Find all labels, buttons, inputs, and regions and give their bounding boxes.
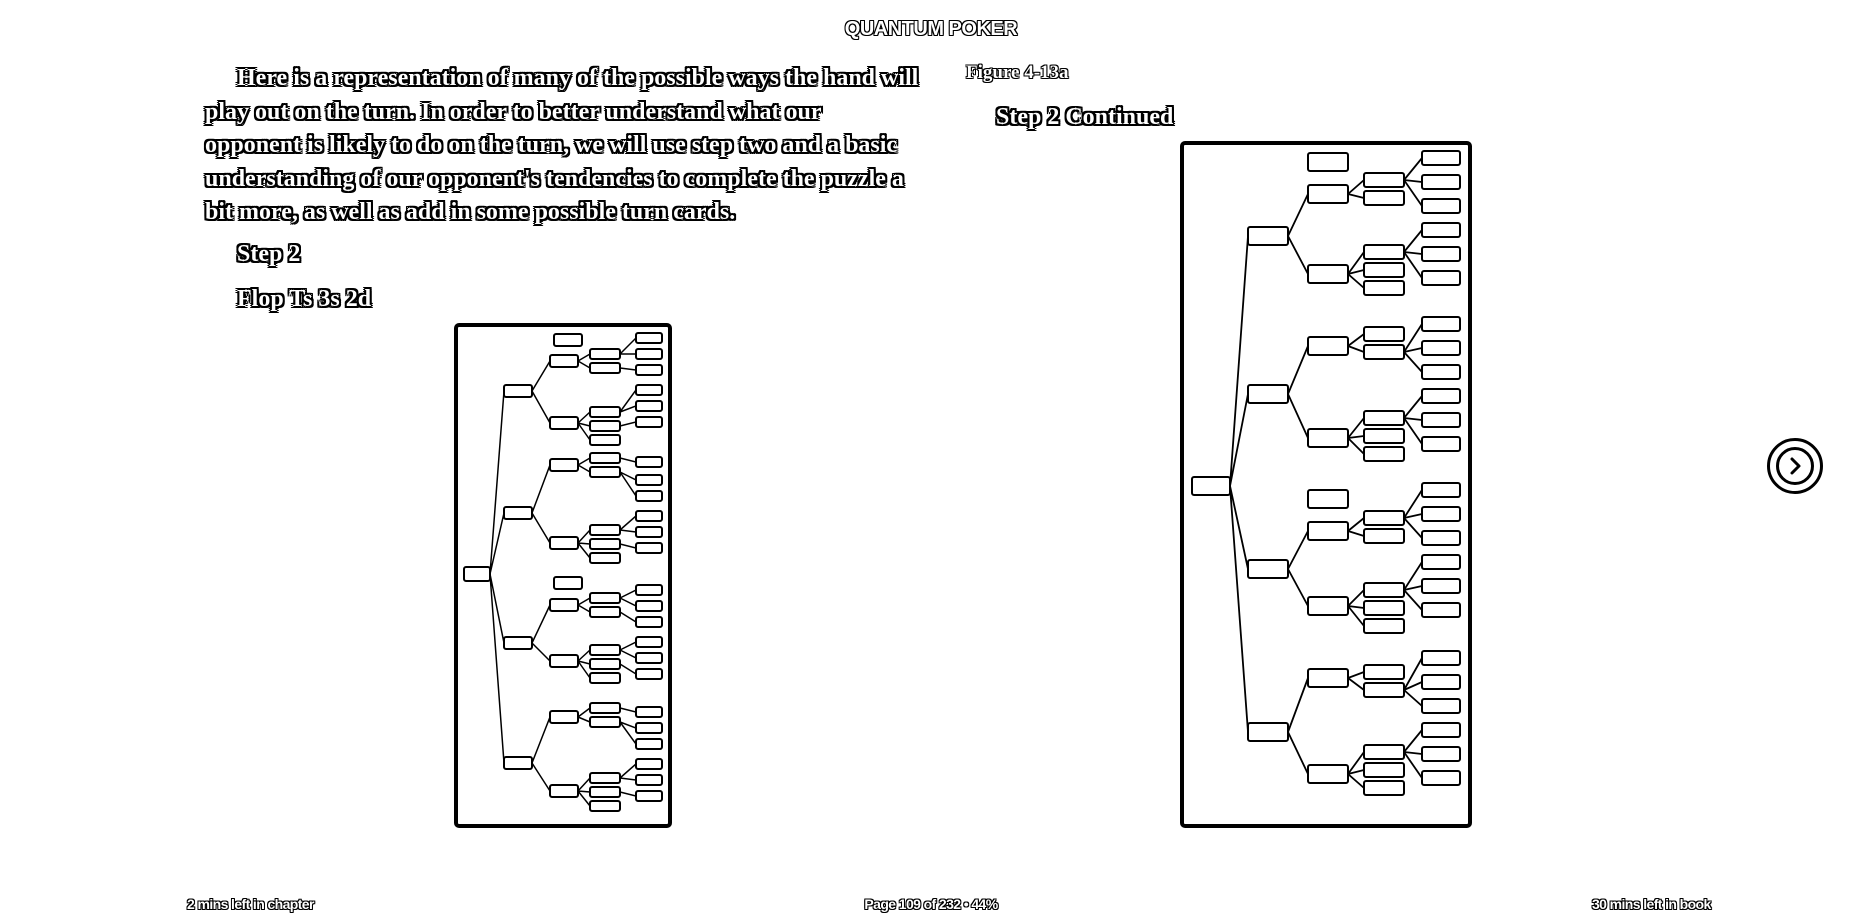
flop-decision-tree-diagram bbox=[463, 332, 663, 812]
step2-continued-decision-tree-figure bbox=[1180, 141, 1472, 828]
book-title: QUANTUM POKER bbox=[844, 18, 1018, 40]
page-progress: Page 109 of 232 • 44% bbox=[864, 896, 998, 912]
book-time-remaining: 30 mins left in book bbox=[1592, 896, 1711, 912]
figure-subtitle: Step 2 Continued bbox=[996, 104, 1174, 130]
figure-label: Figure 4-13a bbox=[966, 62, 1069, 83]
flop-decision-tree-figure bbox=[454, 323, 672, 828]
intro-paragraph: Here is a representation of many of the … bbox=[205, 65, 919, 225]
step2-continued-decision-tree-diagram bbox=[1191, 150, 1461, 796]
chevron-right-circle-icon bbox=[1790, 457, 1801, 475]
flop-heading: Flop Ts 3s 2d bbox=[237, 286, 372, 312]
next-page-button[interactable] bbox=[1767, 438, 1823, 494]
step-heading: Step 2 bbox=[237, 241, 301, 267]
chapter-time-remaining: 2 mins left in chapter bbox=[187, 896, 314, 912]
